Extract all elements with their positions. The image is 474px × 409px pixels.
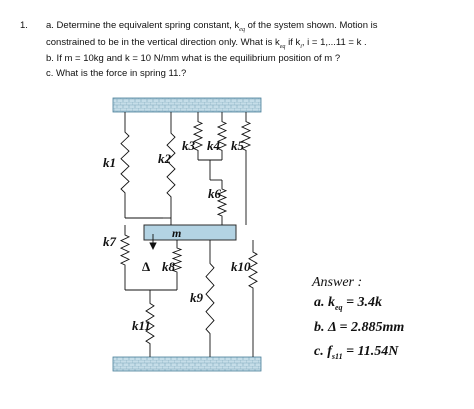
ceiling-support <box>112 97 262 113</box>
delta-arrow <box>149 234 157 251</box>
part-a-line-1: a. Determine the equivalent spring const… <box>46 20 378 33</box>
label-k7: k7 <box>103 234 117 249</box>
spring-k5 <box>240 112 252 160</box>
spring-k11 <box>145 290 155 357</box>
label-k6: k6 <box>208 186 222 201</box>
label-k11: k11 <box>132 318 151 333</box>
answer-c: c. fs11 = 11.54N <box>314 344 399 361</box>
label-k1: k1 <box>103 155 116 170</box>
question-number: 1. <box>20 20 28 31</box>
spring-k9 <box>205 240 215 357</box>
spring-k3 <box>192 112 204 160</box>
label-delta: Δ <box>142 259 150 274</box>
answer-title: Answer : <box>312 275 363 290</box>
label-k4: k4 <box>207 138 221 153</box>
spring-k6 <box>216 180 228 225</box>
spring-k4 <box>216 112 228 160</box>
spring-k2 <box>166 112 176 218</box>
answer-a: a. keq = 3.4k <box>314 295 383 312</box>
label-k5: k5 <box>231 138 245 153</box>
part-c-text: c. What is the force in spring 11.? <box>46 68 187 79</box>
label-mass: m <box>172 226 181 240</box>
label-k2: k2 <box>158 151 172 166</box>
label-k9: k9 <box>190 290 204 305</box>
spring-k1 <box>120 112 130 213</box>
spring-k7 <box>119 225 131 275</box>
label-k8: k8 <box>162 259 176 274</box>
spring-k10 <box>248 240 258 300</box>
floor-support <box>112 356 262 372</box>
spring-k8 <box>171 240 183 280</box>
label-k10: k10 <box>231 259 251 274</box>
mass-block <box>143 224 237 241</box>
part-a-line-2: constrained to be in the vertical direct… <box>46 37 367 50</box>
label-k3: k3 <box>182 138 196 153</box>
part-b-text: b. If m = 10kg and k = 10 N/mm what is t… <box>46 53 341 64</box>
answer-b: b. Δ = 2.885mm <box>314 320 405 335</box>
